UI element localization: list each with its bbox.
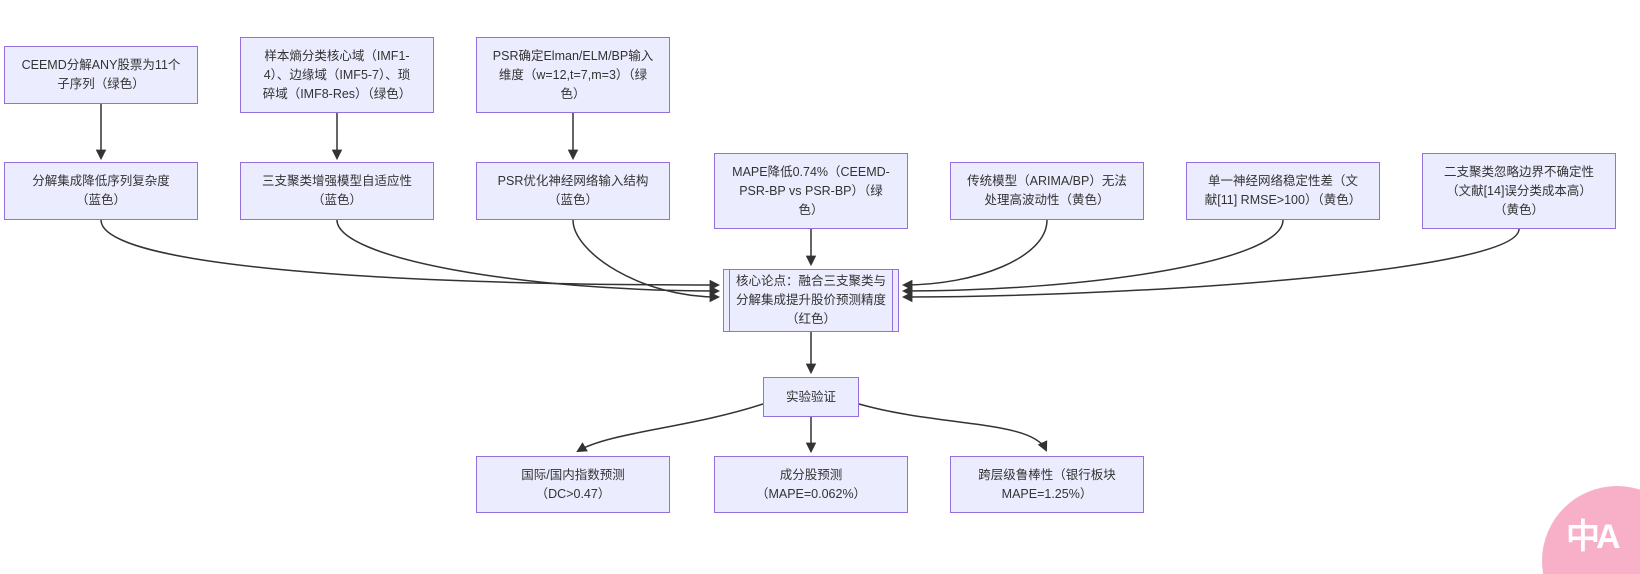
node-text-line: （红色）	[785, 312, 836, 326]
node-text-line: 跨层级鲁棒性（银行板块	[978, 467, 1116, 482]
node-text-line: PSR确定Elman/ELM/BP输入	[492, 48, 654, 63]
flowchart-edge-m7-core	[901, 228, 1520, 303]
flowchart-node-m6: 单一神经网络稳定性差（文献[11] RMSE>100）（黄色）	[1186, 162, 1380, 220]
node-text-line: 色）	[560, 86, 586, 101]
flowchart-node-m5: 传统模型（ARIMA/BP）无法处理高波动性（黄色）	[950, 162, 1144, 220]
flowchart-edge-m1-core	[100, 219, 721, 291]
node-text-line: PSR-BP vs PSR-BP）（绿	[739, 183, 883, 198]
node-text-line: 样本熵分类核心域（IMF1-	[264, 48, 410, 63]
flowchart-node-m1: 分解集成降低序列复杂度 （蓝色）	[4, 162, 198, 220]
flowchart-node-m2: 三支聚类增强模型自适应性 （蓝色）	[240, 162, 434, 220]
flowchart-node-m7: 二支聚类忽略边界不确定性 （文献[14]误分类成本高） （黄色）	[1422, 153, 1616, 229]
node-text-line: CEEMD分解ANY股票为11个	[21, 58, 181, 72]
flowchart-edge-m2-core	[336, 219, 721, 297]
node-text-line: 4）、边缘域（IMF5-7）、琐	[263, 67, 411, 82]
flowchart-edge-exp-b3	[858, 403, 1048, 452]
flowchart-edge-m5-core	[901, 219, 1048, 291]
flowchart-node-b1: 国际/国内指数预测 （DC>0.47）	[476, 456, 670, 513]
node-text-line: 核心论点：融合三支聚类与	[735, 274, 886, 288]
node-text-line: 国际/国内指数预测	[521, 467, 625, 482]
node-text-line: MAPE=1.25%）	[1001, 486, 1093, 501]
flowchart-node-top2: 样本熵分类核心域（IMF1- 4）、边缘域（IMF5-7）、琐碎域（IMF8-Re…	[240, 37, 434, 113]
flowchart-node-m3: PSR优化神经网络输入结构 （蓝色）	[476, 162, 670, 220]
translate-badge[interactable]: 中A	[1542, 486, 1640, 574]
node-text-line: （蓝色）	[547, 193, 598, 207]
node-text-line: 传统模型（ARIMA/BP）无法	[967, 174, 1127, 188]
node-text-line: （DC>0.47）	[535, 486, 611, 501]
node-text-line: （蓝色）	[311, 193, 362, 207]
flowchart-node-top1: CEEMD分解ANY股票为11个子序列（绿色）	[4, 46, 198, 104]
flowchart-edge-exp-b1	[576, 403, 764, 453]
node-text-line: 维度（w=12,t=7,m=3）（绿	[498, 67, 648, 82]
flowchart-node-core: 核心论点：融合三支聚类与分解集成提升股价预测精度 （红色）	[723, 269, 899, 332]
node-text-line: 实验验证	[785, 389, 836, 404]
node-text-line: （文献[14]误分类成本高）	[1446, 183, 1592, 198]
node-text-line: 分解集成降低序列复杂度	[32, 174, 170, 188]
flowchart-node-top3: PSR确定Elman/ELM/BP输入维度（w=12,t=7,m=3）（绿色）	[476, 37, 670, 113]
node-text-line: 献[11] RMSE>100）（黄色）	[1204, 193, 1362, 207]
node-text-line: MAPE降低0.74%（CEEMD-	[732, 164, 890, 179]
node-text-line: （蓝色）	[75, 193, 126, 207]
translate-badge-label: 中A	[1566, 518, 1621, 556]
node-text-line: PSR优化神经网络输入结构	[497, 174, 649, 188]
flowchart-node-b3: 跨层级鲁棒性（银行板块 MAPE=1.25%）	[950, 456, 1144, 513]
node-text-line: 成分股预测	[779, 467, 843, 482]
flowchart-edge-m3-core	[572, 219, 721, 303]
node-text-line: （MAPE=0.062%）	[755, 486, 867, 501]
flowchart-node-exp: 实验验证	[763, 377, 859, 417]
node-text-line: 处理高波动性（黄色）	[984, 193, 1110, 207]
node-text-line: 三支聚类增强模型自适应性	[261, 174, 412, 188]
node-text-line: 色）	[798, 202, 824, 217]
node-text-line: 分解集成提升股价预测精度	[735, 293, 886, 307]
node-text-line: （黄色）	[1493, 202, 1544, 217]
flowchart-node-b2: 成分股预测 （MAPE=0.062%）	[714, 456, 908, 513]
flowchart-node-m4: MAPE降低0.74%（CEEMD- PSR-BP vs PSR-BP）（绿色）	[714, 153, 908, 229]
flowchart-edge-m6-core	[901, 219, 1284, 297]
node-text-line: 子序列（绿色）	[57, 77, 145, 91]
node-text-line: 单一神经网络稳定性差（文	[1207, 174, 1358, 188]
node-text-line: 二支聚类忽略边界不确定性	[1443, 164, 1594, 179]
node-text-line: 碎域（IMF8-Res）（绿色）	[262, 86, 412, 101]
